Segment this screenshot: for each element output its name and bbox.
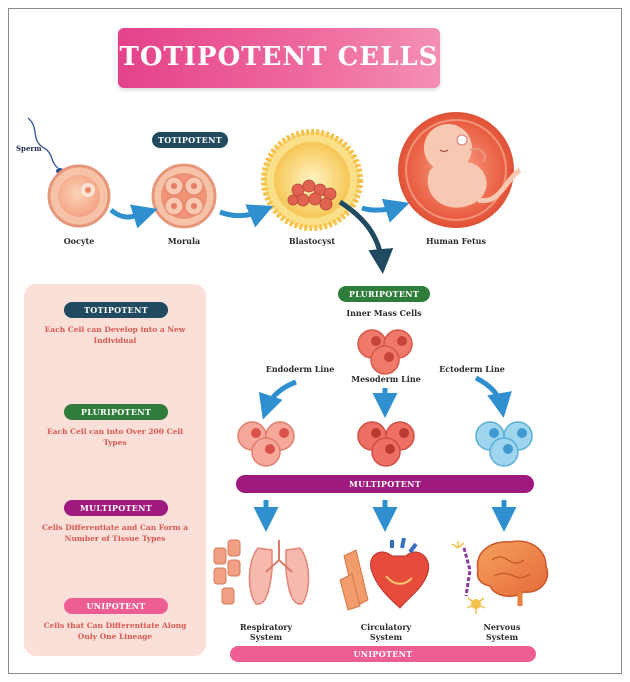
- blastocyst-label: Blastocyst: [288, 236, 336, 246]
- fetus-illustration: [398, 112, 522, 228]
- endoderm-cells: [237, 421, 295, 467]
- nervous-label: Nervous System: [483, 622, 521, 642]
- mesoderm-label: Mesoderm Line: [351, 374, 421, 384]
- circulatory-system-illustration: [339, 537, 430, 611]
- ectoderm-cells: [475, 421, 533, 467]
- oocyte-cell: [47, 164, 111, 228]
- respiratory-label: Respiratory System: [240, 622, 293, 642]
- inner-mass-cells: [357, 329, 413, 375]
- top-flow-arrows: [109, 198, 410, 229]
- legend-text-unipotent: Cells that Can Differentiate Along Only …: [43, 621, 187, 641]
- page-title: TOTIPOTENT CELLS: [119, 42, 439, 72]
- legend-badge-multipotent: MULTIPOTENT: [64, 500, 168, 516]
- legend-text-totipotent: Each Cell can Develop into a New Individ…: [44, 325, 186, 345]
- endoderm-label: Endoderm Line: [265, 364, 335, 374]
- pluripotent-badge: PLURIPOTENT: [338, 286, 430, 302]
- lineage-arrows: [258, 375, 512, 420]
- fetus-label: Human Fetus: [426, 236, 486, 246]
- legend-badge-pluripotent: PLURIPOTENT: [64, 404, 168, 420]
- totipotent-badge: TOTIPOTENT: [152, 132, 228, 148]
- oocyte-label: Oocyte: [63, 236, 95, 246]
- multipotent-bar: MULTIPOTENT: [236, 475, 534, 493]
- blastocyst-down-arrow: [338, 199, 394, 274]
- legend-text-multipotent: Cells Differentiate and Can Form a Numbe…: [41, 523, 189, 543]
- title-banner: TOTIPOTENT CELLS: [118, 28, 440, 88]
- sperm-label: Sperm: [16, 144, 42, 153]
- blastocyst-cell: [261, 129, 363, 231]
- legend-badge-unipotent: UNIPOTENT: [64, 598, 168, 614]
- mesoderm-cells: [357, 421, 415, 467]
- unipotent-bar: UNIPOTENT: [230, 646, 536, 662]
- inner-mass-label: Inner Mass Cells: [346, 308, 422, 318]
- ectoderm-label: Ectoderm Line: [439, 364, 505, 374]
- legend-panel: [24, 284, 206, 656]
- morula-label: Morula: [167, 236, 201, 246]
- legend-badge-totipotent: TOTIPOTENT: [64, 302, 168, 318]
- system-arrows: [253, 500, 517, 532]
- nervous-system-illustration: [451, 540, 549, 614]
- morula-cell: [151, 163, 217, 229]
- legend-text-pluripotent: Each Cell can into Over 200 Cell Types: [46, 427, 184, 447]
- respiratory-system-illustration: [213, 539, 310, 605]
- circulatory-label: Circulatory System: [360, 622, 412, 642]
